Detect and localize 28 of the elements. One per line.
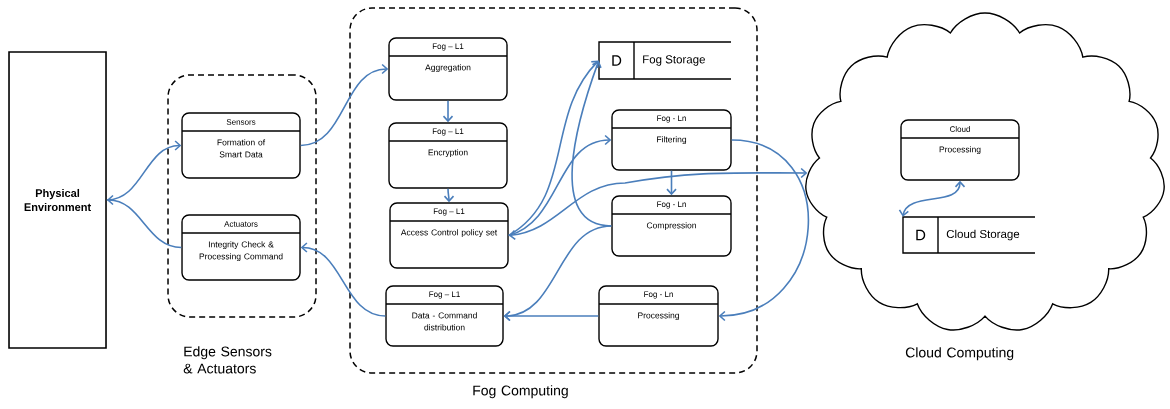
arrow [443,187,455,203]
node-label: Edge Sensors & Actuators [183,346,272,374]
data-store: D Cloud Storage [902,216,1036,254]
arrow [299,63,389,147]
arrow [507,60,599,237]
arrow [666,169,677,196]
data-store: D Fog Storage [598,41,732,80]
node-label: Cloud Computing [905,347,1014,361]
environment-box: Physical Environment [8,51,107,349]
node-label: Fog Computing [473,385,568,399]
arrow [898,180,966,217]
arrow [442,99,454,123]
process-box: Fog - Ln Compression [611,195,732,257]
process-box: Fog – L1 Encryption [388,122,508,189]
arrow [503,310,600,322]
arrow [106,194,183,249]
process-box: Fog – L1 Access Control policy set [389,202,509,269]
arrow [718,139,809,322]
arrow [508,167,808,241]
process-box: Sensors Formation of Smart Data [181,112,301,179]
process-box: Fog - Ln Processing [598,285,719,347]
process-box: Fog – L1 Aggregation [388,37,508,101]
arrow [300,242,387,317]
process-box: Actuators Integrity Check & Processing Command [181,214,301,281]
arrow [507,134,612,237]
process-box: Fog – L1 Data - Command distribution [385,285,504,347]
process-box: Fog - Ln Filtering [611,109,732,171]
process-box: Cloud Processing [900,119,1020,181]
